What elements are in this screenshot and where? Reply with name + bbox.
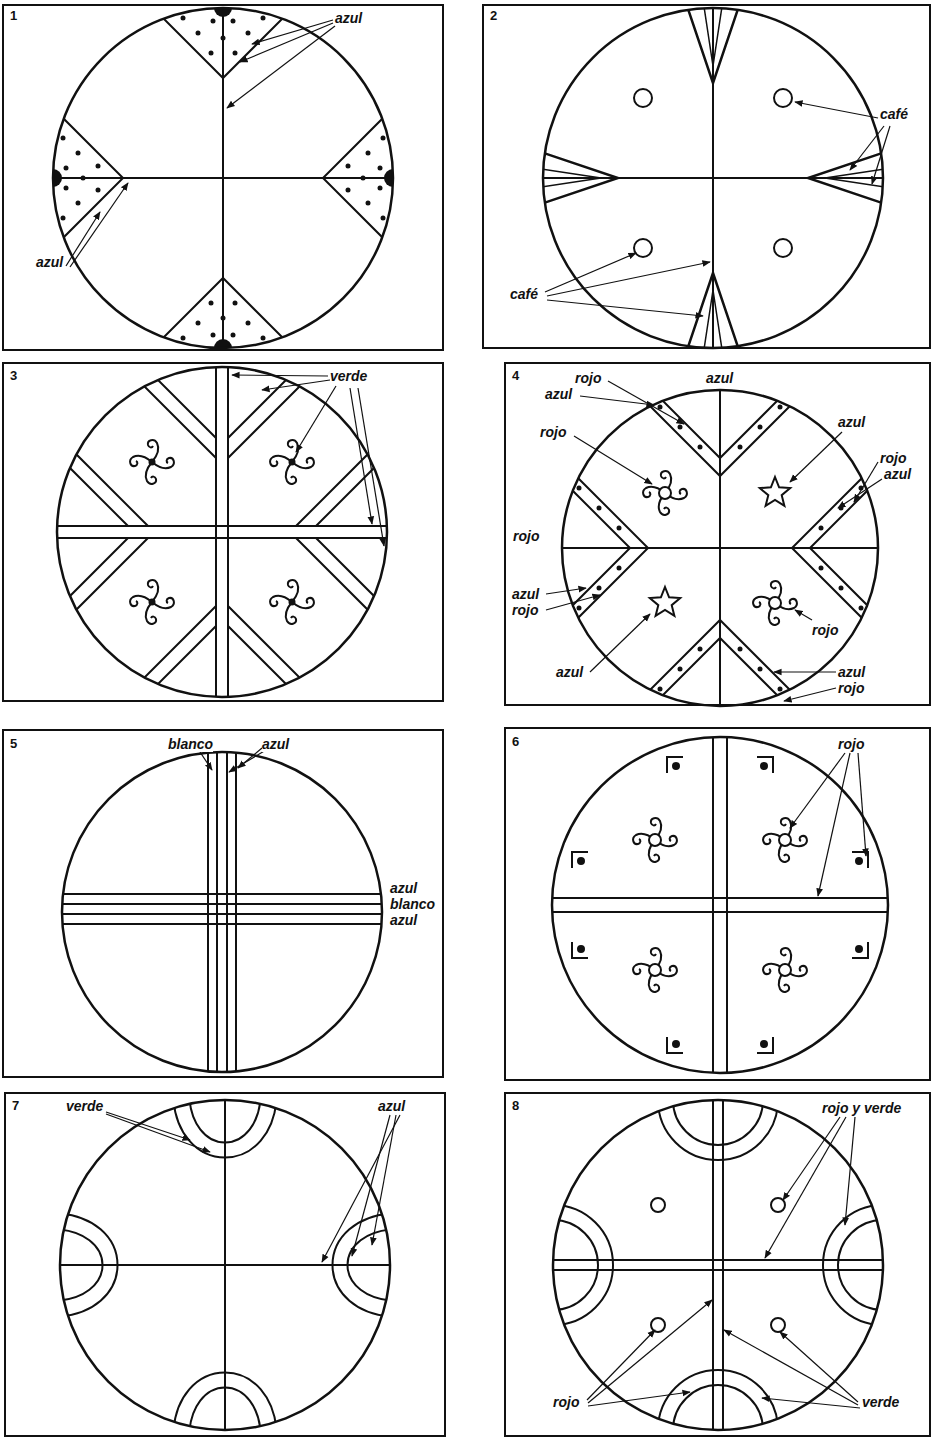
plate-6: [550, 735, 890, 1075]
color-label: rojo: [553, 1394, 579, 1410]
color-label: rojo y verde: [822, 1100, 901, 1116]
color-label: azul: [36, 254, 63, 270]
plate-2: [535, 0, 891, 356]
color-label: rojo: [812, 622, 838, 638]
color-label: azul: [335, 10, 362, 26]
color-label: azul: [390, 880, 417, 896]
color-label: azul: [545, 386, 572, 402]
color-label: blanco: [168, 736, 213, 752]
plate-4: [522, 350, 918, 746]
color-label: blanco: [390, 896, 435, 912]
color-label: azul: [884, 466, 911, 482]
color-label: rojo: [512, 602, 538, 618]
panel-number: 6: [512, 734, 519, 750]
color-label: azul: [838, 664, 865, 680]
color-label: rojo: [880, 450, 906, 466]
panel-number: 8: [512, 1098, 519, 1114]
color-label: azul: [262, 736, 289, 752]
color-label: verde: [330, 368, 367, 384]
color-label: rojo: [575, 370, 601, 386]
plate-1: [43, 0, 403, 358]
color-label: azul: [390, 912, 417, 928]
panel-number: 1: [10, 8, 17, 24]
color-label: azul: [706, 370, 733, 386]
color-label: azul: [838, 414, 865, 430]
panel-number: 3: [10, 368, 17, 384]
panel-number: 7: [12, 1098, 19, 1114]
panel-number: 2: [490, 8, 497, 24]
plate-7: [50, 1090, 400, 1439]
color-label: azul: [556, 664, 583, 680]
color-label: azul: [512, 586, 539, 602]
color-label: rojo: [513, 528, 539, 544]
color-label: rojo: [838, 680, 864, 696]
color-label: café: [510, 286, 538, 302]
plate-8: [493, 1040, 933, 1439]
plate-3: [28, 338, 416, 726]
color-label: verde: [66, 1098, 103, 1114]
panel-frames: [3, 5, 930, 1436]
leader-lines: [66, 20, 890, 1408]
color-label: azul: [378, 1098, 405, 1114]
color-label: café: [880, 106, 908, 122]
panel-number: 5: [10, 736, 17, 752]
panel-number: 4: [512, 368, 519, 384]
plate-5: [52, 742, 392, 1082]
color-label: rojo: [838, 736, 864, 752]
color-label: rojo: [540, 424, 566, 440]
color-label: verde: [862, 1394, 899, 1410]
